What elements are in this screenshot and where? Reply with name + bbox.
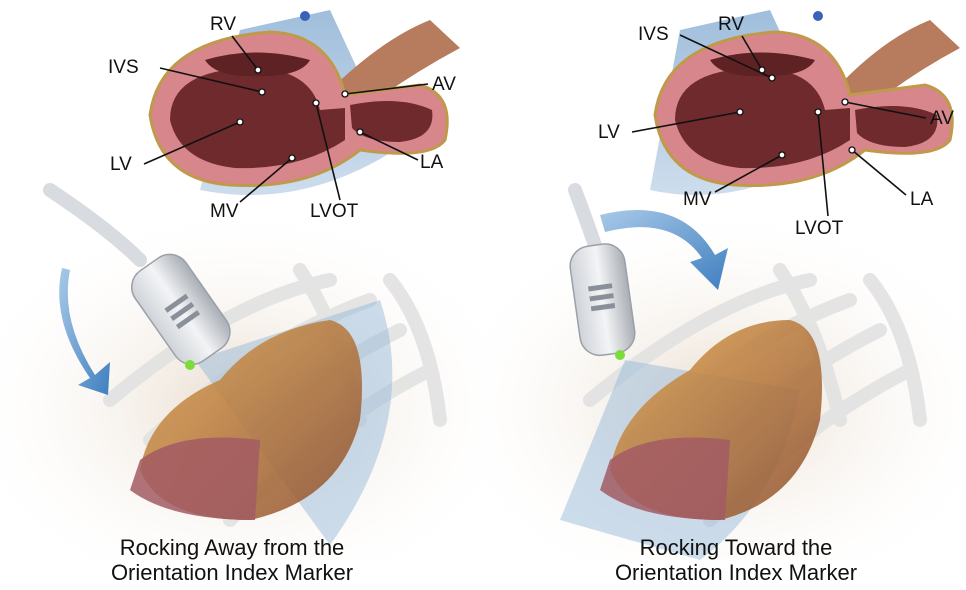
index-marker-dot [813, 11, 823, 21]
caption-left-line2: Orientation Index Marker [111, 560, 353, 585]
label-lvot: LVOT [310, 201, 359, 222]
label-lv: LV [598, 122, 620, 143]
label-av: AV [930, 108, 954, 129]
label-la: LA [910, 189, 934, 210]
caption-right-line2: Orientation Index Marker [615, 560, 857, 585]
caption-right-line1: Rocking Toward the [640, 535, 833, 560]
label-lvot: LVOT [795, 218, 844, 239]
label-la: LA [420, 152, 444, 173]
label-ivs: IVS [638, 24, 669, 45]
panel-left: RV IVS AV LV LA MV LVOT [0, 10, 483, 585]
panel-right: RV IVS AV LV LA MV LVOT [483, 10, 966, 585]
probe-led [185, 360, 195, 370]
probe-led [615, 350, 625, 360]
caption-left-line1: Rocking Away from the [120, 535, 345, 560]
label-rv: RV [718, 14, 744, 35]
label-rv: RV [210, 14, 236, 35]
label-av: AV [432, 74, 456, 95]
label-mv: MV [683, 189, 712, 210]
index-marker-dot [300, 11, 310, 21]
label-ivs: IVS [108, 57, 139, 78]
label-lv: LV [110, 154, 132, 175]
label-mv: MV [210, 201, 239, 222]
